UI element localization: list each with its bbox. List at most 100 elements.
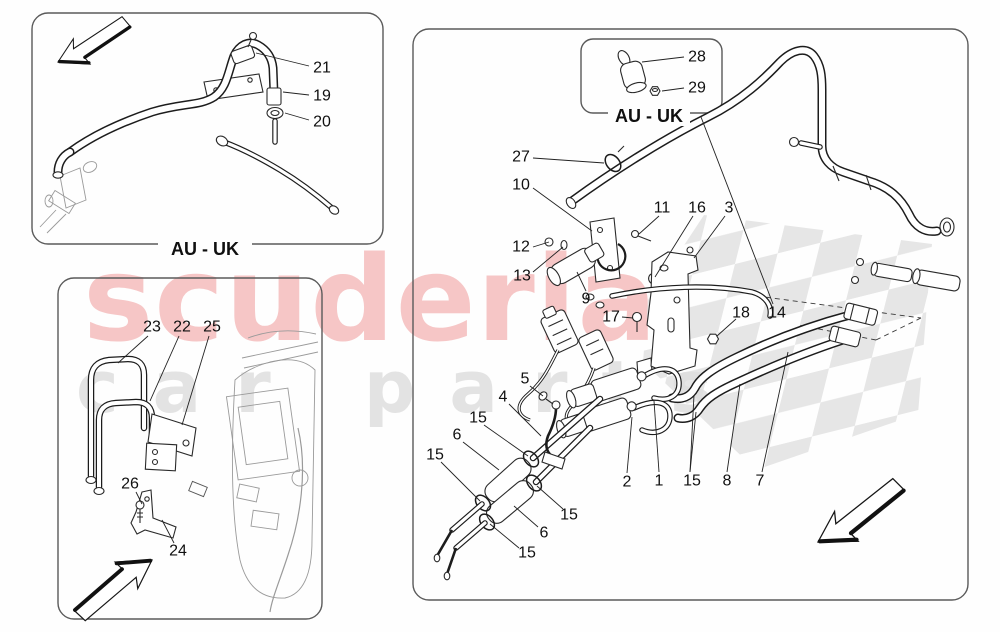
leader-line: [284, 112, 310, 121]
eyelet-ring: [939, 217, 955, 237]
leader-line: [529, 385, 544, 397]
leader-line: [532, 187, 593, 232]
rod-foot: [541, 451, 566, 470]
hook-clamp: [596, 243, 627, 272]
leader-line: [483, 424, 529, 457]
label-mask: [158, 238, 252, 259]
hex-fitting: [788, 136, 800, 148]
clip: [595, 301, 605, 309]
callout-label: 1: [655, 473, 664, 490]
panel-right: [412, 28, 969, 601]
pipe-fitting: [215, 135, 229, 147]
checkered-flag-watermark: [643, 215, 932, 470]
leader-line: [462, 441, 500, 471]
callout-label: 28: [688, 49, 706, 66]
support-rod: [545, 407, 558, 458]
fitting-nipple: [855, 257, 865, 267]
callout-label: 15: [683, 473, 701, 490]
direction-arrow-icon: [73, 558, 153, 622]
leader-line: [440, 461, 481, 502]
callout-label: 4: [499, 389, 508, 406]
mounting-bracket: [646, 251, 699, 375]
plate-hole: [596, 226, 604, 234]
hose-clamp: [604, 153, 622, 173]
electrical-connector: [578, 329, 614, 371]
leader-line: [716, 318, 737, 337]
callout-label: 26: [121, 476, 139, 493]
callout-label: 6: [453, 427, 462, 444]
leader-line: [689, 411, 697, 473]
solenoid-valve: [565, 367, 647, 409]
leader-line: [661, 87, 685, 92]
callout-label: 6: [540, 525, 549, 542]
leader-line: [135, 491, 143, 505]
bracket-hole: [673, 296, 681, 304]
hvac-unit-sketch: [188, 330, 319, 613]
leader-line: [508, 403, 542, 437]
label-mask: [608, 106, 690, 126]
callout-label: 25: [203, 319, 221, 336]
hose-connector: [843, 302, 879, 326]
rigid-pipe: [221, 139, 335, 211]
leader-line: [700, 116, 774, 305]
leader-line: [641, 56, 685, 63]
callout-label: 21: [313, 60, 331, 77]
leader-line: [536, 485, 564, 510]
leader-line: [149, 335, 180, 402]
pipe-end: [443, 571, 451, 581]
pipe-foot: [85, 475, 97, 485]
direction-arrow-icon: [816, 477, 906, 544]
leader-line: [693, 215, 726, 259]
callout-label: 7: [756, 473, 765, 490]
ring-clamp-inner: [270, 109, 280, 117]
mounting-block: [144, 442, 178, 472]
plate-hole: [182, 439, 190, 447]
bracket-hole: [144, 496, 150, 502]
clip: [585, 293, 595, 301]
bracket-slot: [667, 317, 675, 333]
leader-line: [532, 157, 605, 164]
clamp: [525, 474, 543, 492]
pump-fitting-sketch: [39, 161, 98, 234]
leader-line: [532, 246, 564, 273]
leader-line: [181, 335, 210, 426]
block-hole: [151, 458, 159, 466]
clamp-screw: [248, 31, 258, 41]
leader-line: [638, 215, 660, 235]
pipe-end: [328, 205, 340, 215]
hose-end: [52, 171, 64, 179]
callout-label: 27: [512, 149, 530, 166]
l-bracket: [130, 489, 177, 539]
plate-hole: [247, 77, 253, 83]
quick-fitting: [870, 261, 913, 283]
callout-label: 14: [768, 305, 786, 322]
callout-label: 3: [725, 200, 734, 217]
callout-label: 15: [426, 447, 444, 464]
callout-label: 22: [173, 319, 191, 336]
callout-label: 20: [313, 114, 331, 131]
fitting-nipple: [850, 275, 860, 285]
leader-line: [726, 383, 741, 473]
leader-line: [626, 416, 633, 474]
thin-pipe-end: [435, 529, 458, 575]
leader-line: [654, 215, 694, 278]
top-left-diagram: [39, 15, 340, 234]
hose-clamp: [230, 44, 256, 65]
callout-label: 15: [518, 545, 536, 562]
leader-line: [513, 505, 539, 528]
screw: [135, 500, 145, 510]
leader-line: [255, 52, 310, 67]
variant-label-inset: AU - UK: [615, 106, 683, 126]
leader-line: [761, 351, 789, 473]
rod-eyelet: [551, 400, 561, 410]
leader-line: [161, 519, 175, 544]
callout-label: 13: [513, 268, 531, 285]
callout-label: 23: [143, 319, 161, 336]
leader-line: [576, 271, 587, 292]
callout-label: 15: [560, 507, 578, 524]
sleeve-ticks: [832, 165, 872, 191]
quick-fitting: [912, 268, 961, 292]
leader-line: [653, 400, 660, 473]
